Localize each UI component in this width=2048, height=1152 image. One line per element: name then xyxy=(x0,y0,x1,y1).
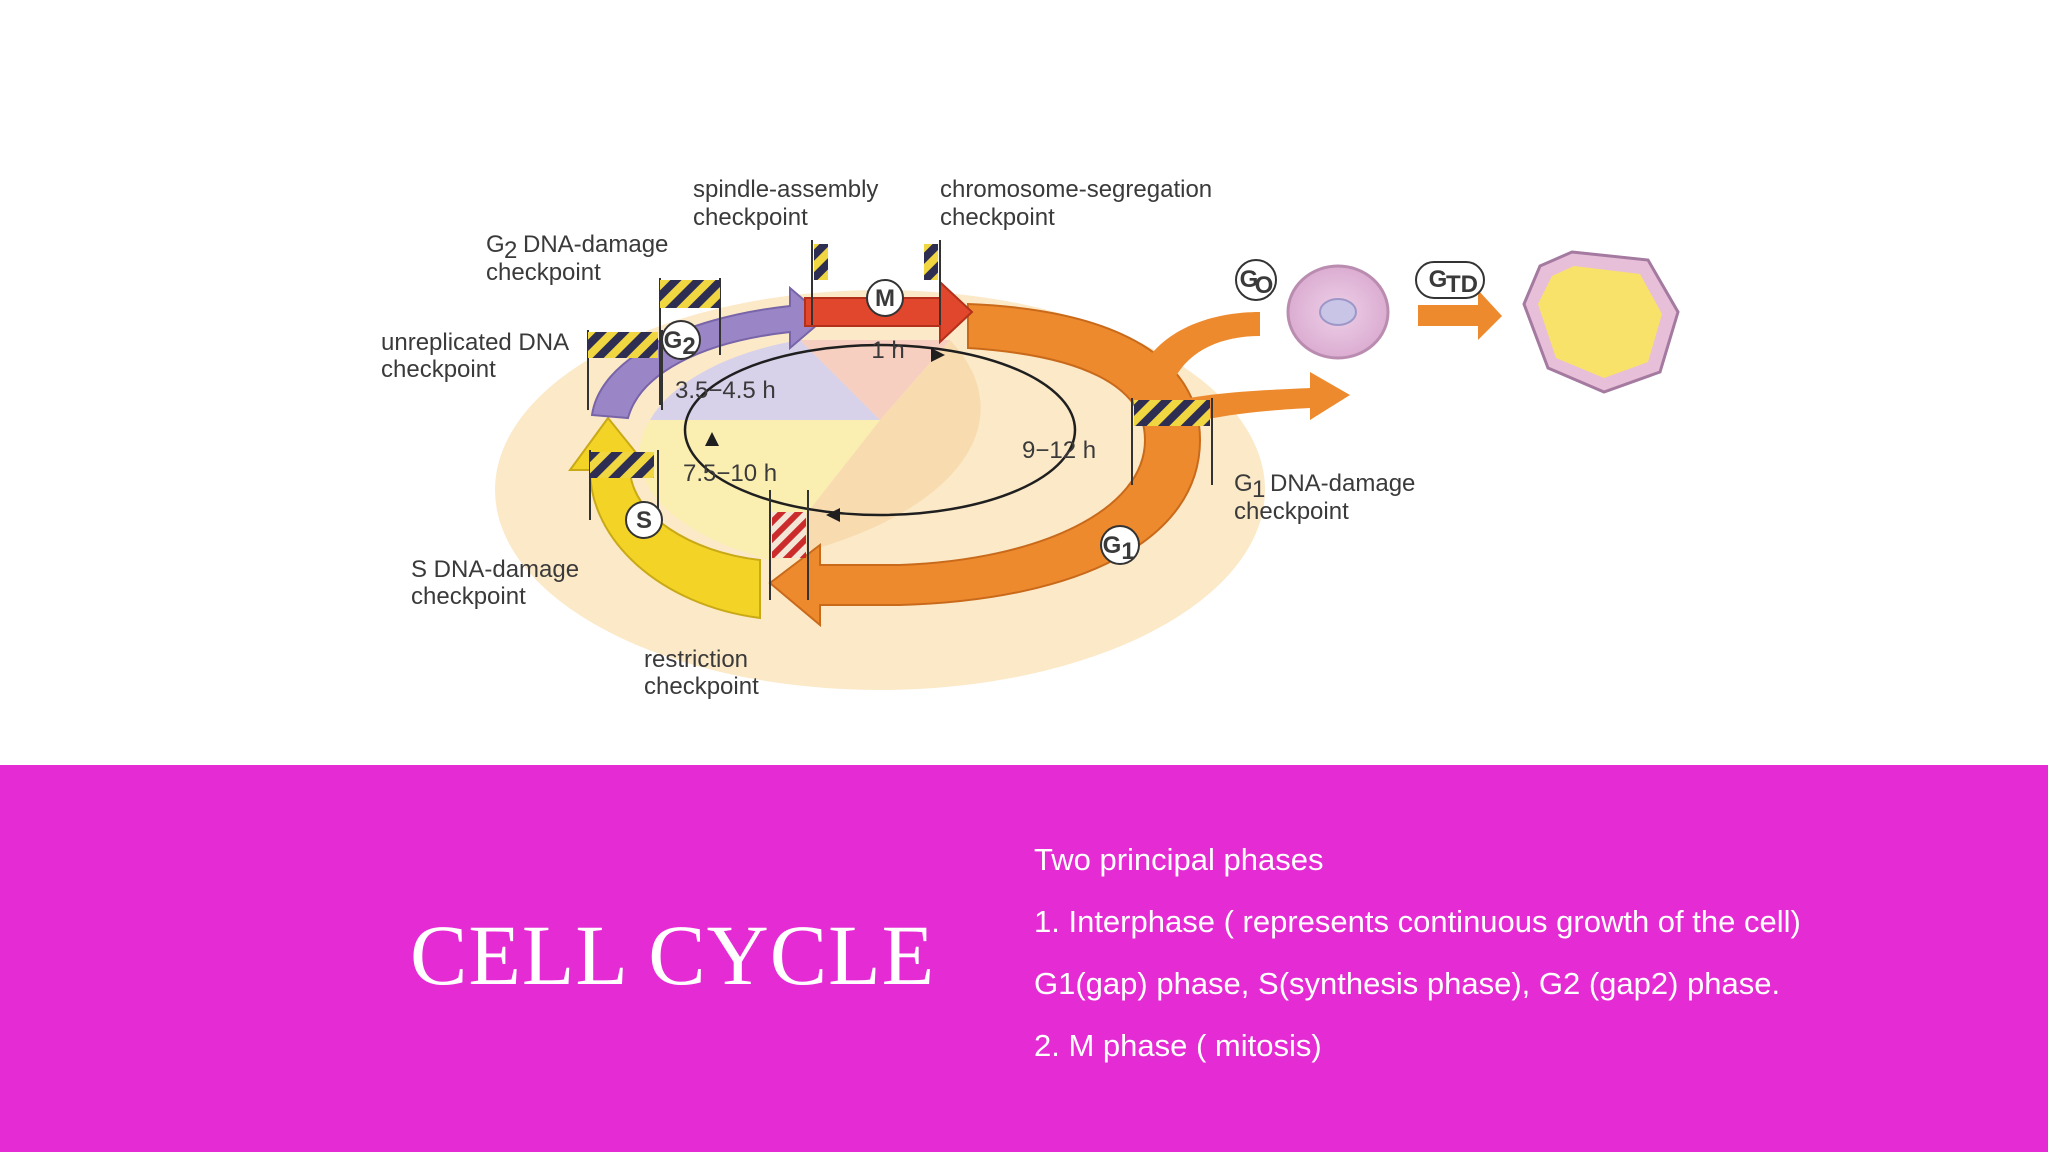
note-line: Two principal phases xyxy=(1034,842,1324,877)
svg-text:2: 2 xyxy=(504,237,517,264)
cell-cycle-diagram: M G 2 S G 1 G O G TD 1 h 3.5−4.5 h 7.5−1… xyxy=(381,176,1680,700)
s-sector xyxy=(639,420,880,560)
restriction-label: restriction checkpoint xyxy=(644,646,759,700)
svg-text:unreplicated DNA: unreplicated DNA xyxy=(381,329,569,356)
m-sector xyxy=(800,340,950,420)
note-line: G1(gap) phase, S(synthesis phase), G2 (g… xyxy=(1034,966,1781,1001)
svg-text:O: O xyxy=(1255,272,1274,299)
cycle-arrowhead xyxy=(931,348,945,362)
svg-text:G: G xyxy=(486,231,505,258)
note-line: 2. M phase ( mitosis) xyxy=(1034,1028,1322,1063)
svg-text:G: G xyxy=(664,327,683,354)
s-dna-damage-label: S DNA-damage checkpoint xyxy=(411,556,579,610)
g2-duration-label: 3.5−4.5 h xyxy=(675,377,776,404)
svg-text:DNA-damage: DNA-damage xyxy=(523,231,668,258)
slide-title: CELL CYCLE xyxy=(410,907,936,1003)
g2-dna-damage-label: G 2 DNA-damage checkpoint xyxy=(486,231,668,286)
m-duration-label: 1 h xyxy=(871,337,904,364)
differentiated-cell-interior xyxy=(1538,266,1662,378)
quiescent-cell-nucleus xyxy=(1319,298,1357,326)
m-phase-badge: M xyxy=(866,279,904,317)
gtd-phase-badge: G TD xyxy=(1415,261,1485,299)
svg-text:1: 1 xyxy=(1252,476,1265,503)
g0-phase-badge: G O xyxy=(1235,259,1277,301)
cycle-arrowhead xyxy=(705,432,719,446)
svg-text:2: 2 xyxy=(682,333,695,360)
time-cycle-ring xyxy=(683,343,1077,517)
svg-text:checkpoint: checkpoint xyxy=(644,673,759,700)
svg-text:checkpoint: checkpoint xyxy=(1234,498,1349,525)
g1-phase-badge: G 1 xyxy=(1100,525,1140,565)
svg-text:DNA-damage: DNA-damage xyxy=(1270,470,1415,497)
spindle-checkpoint-flag xyxy=(811,240,828,325)
gtd-arrow xyxy=(1418,290,1502,340)
unreplicated-checkpoint-flag xyxy=(587,330,663,410)
svg-text:S: S xyxy=(636,507,652,534)
svg-text:checkpoint: checkpoint xyxy=(940,204,1055,231)
svg-text:restriction: restriction xyxy=(644,646,748,673)
svg-text:checkpoint: checkpoint xyxy=(693,204,808,231)
svg-text:G: G xyxy=(1240,266,1259,293)
g0-branch-arrow xyxy=(1140,312,1260,378)
svg-text:checkpoint: checkpoint xyxy=(381,356,496,383)
svg-text:M: M xyxy=(875,285,895,312)
svg-text:TD: TD xyxy=(1446,271,1478,298)
g1-sector xyxy=(770,340,981,560)
g1-dna-damage-label: G 1 DNA-damage checkpoint xyxy=(1234,470,1415,525)
restriction-checkpoint-flag xyxy=(769,490,809,600)
g1-duration-label: 9−12 h xyxy=(1022,437,1096,464)
svg-text:chromosome-segregation: chromosome-segregation xyxy=(940,176,1212,203)
spindle-assembly-label: spindle-assembly checkpoint xyxy=(693,176,878,231)
svg-text:spindle-assembly: spindle-assembly xyxy=(693,176,878,203)
cycle-arrowhead xyxy=(826,508,840,522)
s-checkpoint-flag xyxy=(589,450,659,520)
chromosome-segregation-label: chromosome-segregation checkpoint xyxy=(940,176,1212,231)
g2-sector xyxy=(650,340,880,420)
svg-text:G: G xyxy=(1429,266,1448,293)
notes-list: Two principal phases 1. Interphase ( rep… xyxy=(1034,840,1801,1088)
note-line: 1. Interphase ( represents continuous gr… xyxy=(1034,904,1801,939)
g2-checkpoint-flag xyxy=(659,278,721,405)
segregation-checkpoint-flag xyxy=(924,240,941,325)
svg-text:S DNA-damage: S DNA-damage xyxy=(411,556,579,583)
svg-text:checkpoint: checkpoint xyxy=(486,259,601,286)
title-band xyxy=(0,765,2048,1152)
s-phase-badge: S xyxy=(625,501,663,539)
svg-text:checkpoint: checkpoint xyxy=(411,583,526,610)
svg-text:G: G xyxy=(1234,470,1253,497)
svg-text:G: G xyxy=(1103,532,1122,559)
g1-checkpoint-flag xyxy=(1131,398,1213,485)
unreplicated-dna-label: unreplicated DNA checkpoint xyxy=(381,329,569,383)
g2-phase-badge: G 2 xyxy=(661,320,701,360)
s-duration-label: 7.5−10 h xyxy=(683,460,777,487)
svg-text:1: 1 xyxy=(1121,538,1134,565)
